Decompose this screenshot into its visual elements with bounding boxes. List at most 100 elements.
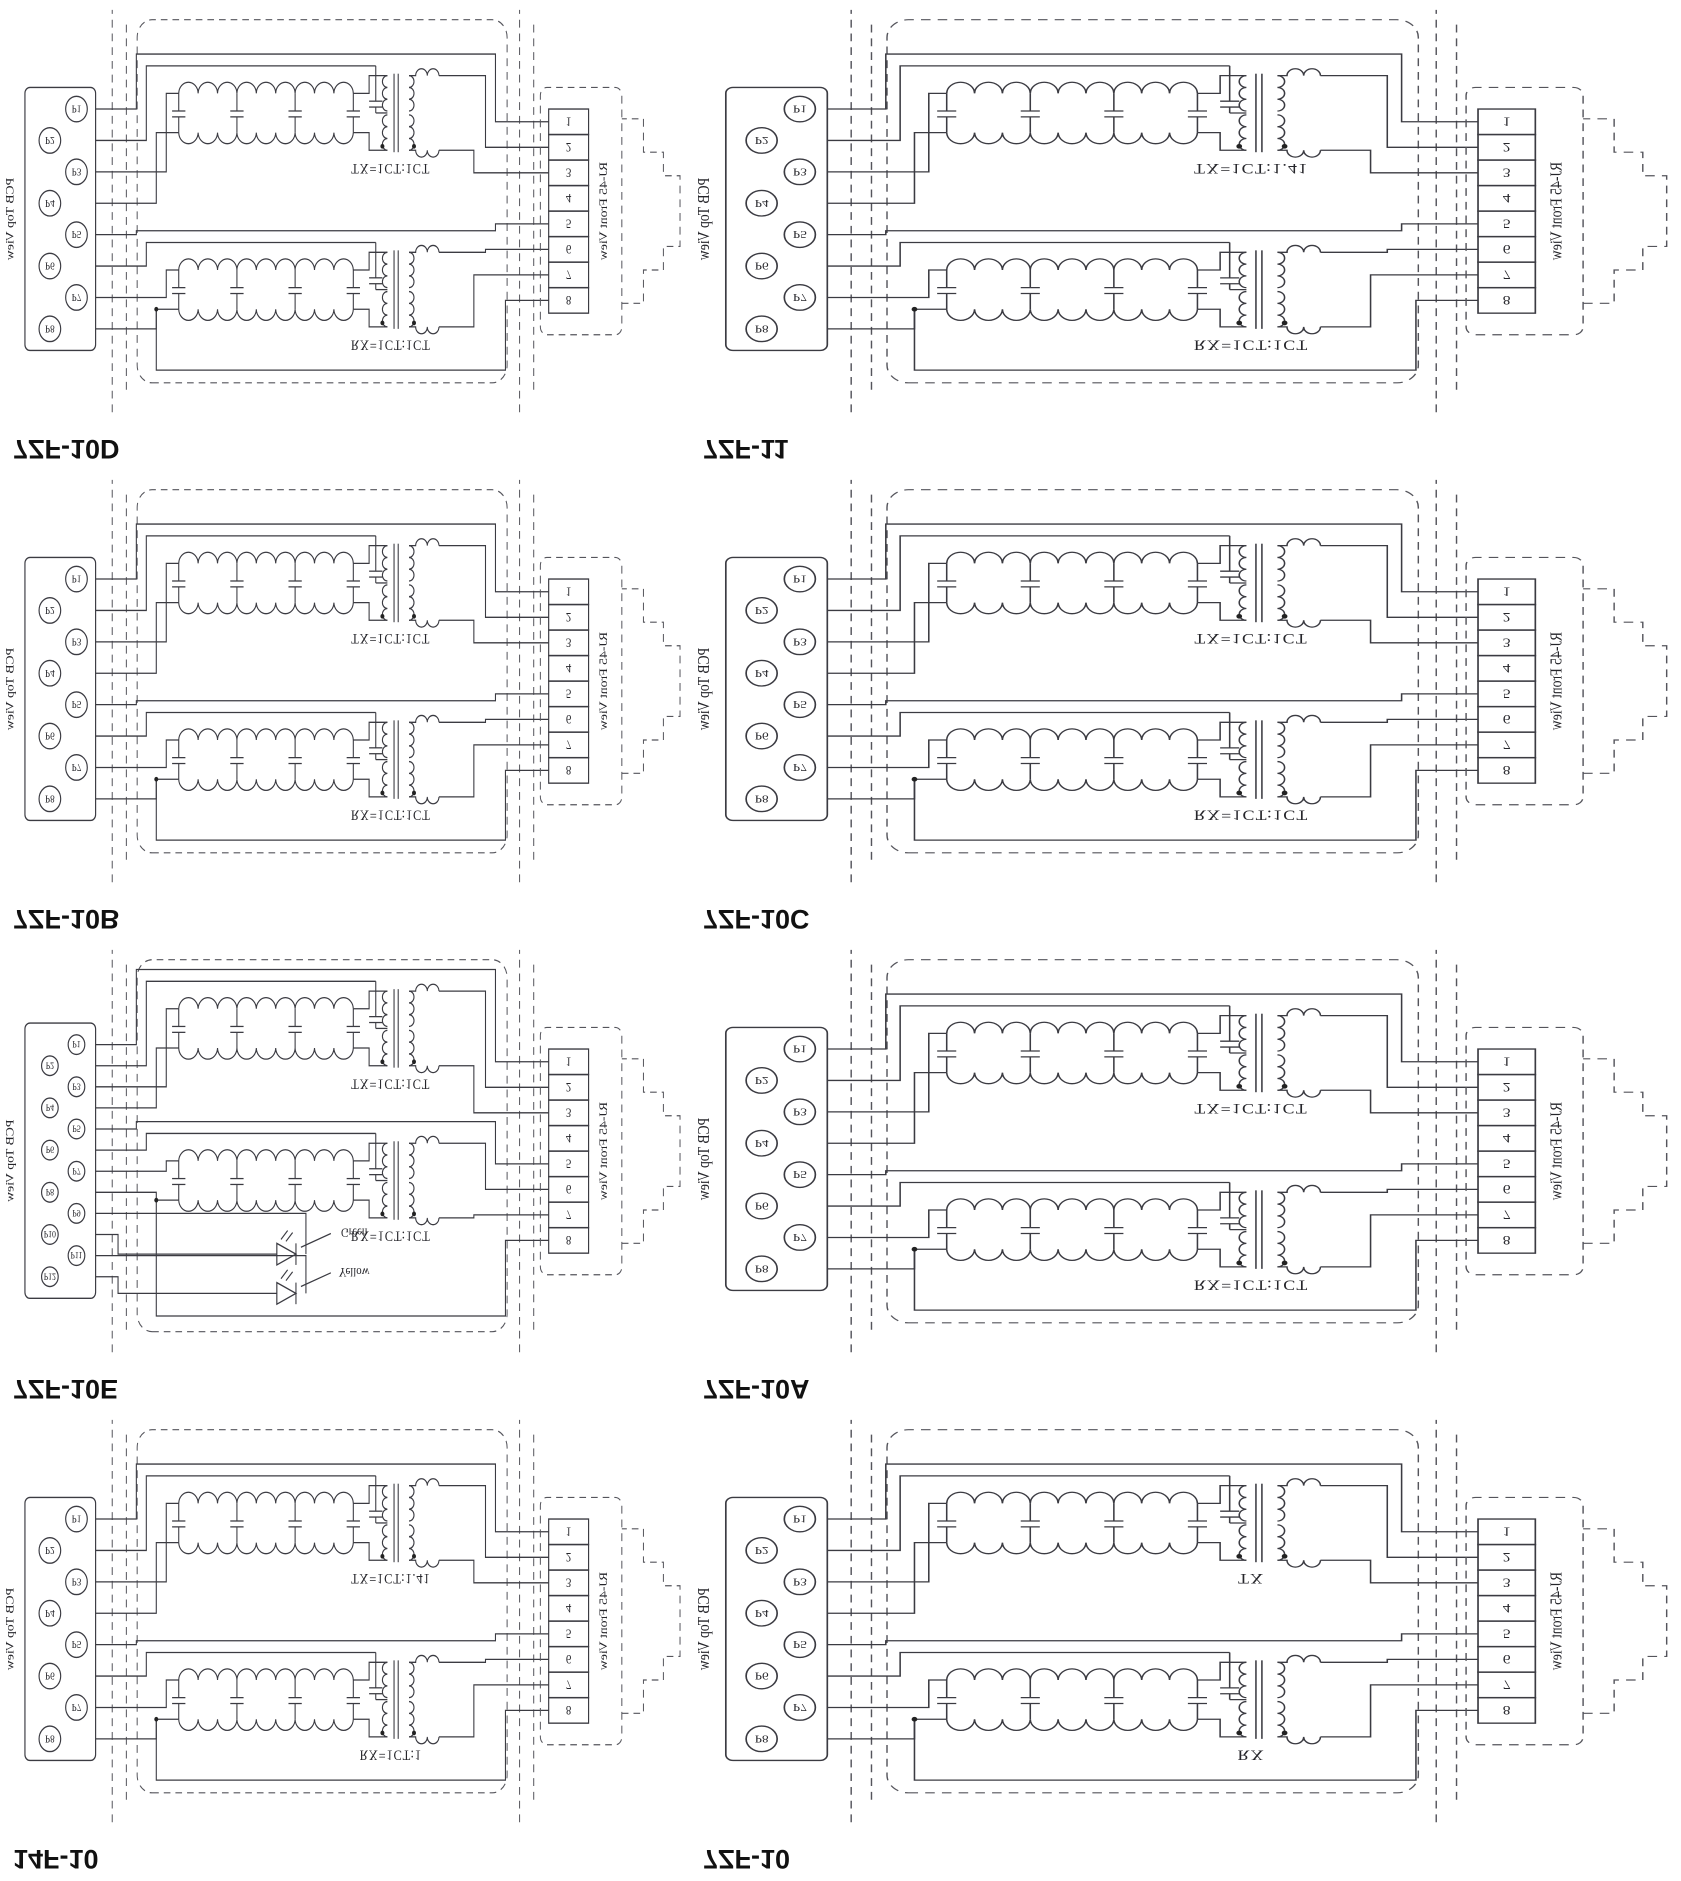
wire: [95, 1121, 549, 1165]
wire: [155, 1200, 549, 1317]
pcb-pin: [38, 1662, 62, 1690]
wire: [155, 769, 549, 841]
wire: [827, 53, 1479, 123]
wire: [1197, 1248, 1247, 1268]
rj45-pin-number: 3: [1503, 1105, 1511, 1119]
wire: [438, 1559, 549, 1584]
wire: [438, 1658, 549, 1663]
wire: [353, 601, 388, 621]
wire: [827, 1651, 1230, 1677]
wire: [438, 619, 549, 644]
pcb-pin-label: P3: [793, 1106, 807, 1119]
rj45-pin-number: 7: [1503, 1207, 1511, 1221]
transformer-secondary: [408, 1142, 415, 1180]
pcb-pin-label: P4: [45, 1607, 55, 1619]
rj45-pin-number: 1: [1503, 1524, 1511, 1538]
pcb-pin-label: P7: [72, 1701, 82, 1713]
wire: [1197, 1718, 1247, 1738]
wire: [353, 990, 388, 1010]
pcb-top-view-label: PCB Top View: [695, 1588, 714, 1670]
rj45-pin-number: 1: [566, 114, 571, 129]
pcb-pin-label: P6: [755, 1200, 769, 1213]
rj45-pin-number: 2: [1503, 139, 1511, 153]
pcb-pin-label: P2: [45, 604, 55, 616]
pcb-pin: [783, 1161, 817, 1189]
rj45-front-view-label: RJ-45 Front View: [1547, 1572, 1566, 1670]
choke-coil: [945, 1072, 1199, 1085]
pcb-pin-label: P1: [793, 103, 807, 116]
phase-dot: [412, 1211, 416, 1217]
choke-coil: [945, 1719, 1199, 1731]
wire: [1197, 721, 1247, 741]
rj45-pin-box: [1477, 1048, 1537, 1076]
wire: [913, 769, 1479, 841]
pcb-pin: [783, 284, 817, 311]
phase-dot: [412, 613, 416, 619]
pcb-pin: [783, 1568, 817, 1596]
transformer-secondary: [1277, 1191, 1286, 1229]
pcb-pin: [783, 1224, 817, 1251]
wire: [827, 693, 1479, 706]
pcb-pin: [783, 95, 817, 123]
pcb-pin: [38, 252, 62, 280]
part-number-title: 7ZF-10: [703, 1844, 791, 1875]
rj45-pin-number: 3: [566, 1575, 571, 1590]
wire: [827, 1032, 947, 1113]
schematic-drawing: PCB Top ViewP1P2P3P4P5P6P7P8RX=1CT:1TX=1…: [3, 1419, 681, 1823]
pcb-pin: [38, 1536, 62, 1564]
wire: [1320, 1188, 1479, 1193]
pcb-pin: [40, 1097, 59, 1119]
wire: [1197, 131, 1247, 151]
transformer-primary: [381, 545, 388, 582]
phase-dot: [412, 790, 416, 796]
pcb-top-view-label: PCB Top View: [3, 1119, 16, 1202]
secondary-coil: [409, 796, 440, 805]
pcb-pin: [745, 252, 778, 280]
wire: [1197, 601, 1247, 621]
secondary-coil: [1277, 1266, 1322, 1275]
secondary-coil: [409, 326, 440, 335]
secondary-coil: [409, 1217, 440, 1226]
phase-dot: [154, 1716, 159, 1722]
transformer-primary: [381, 721, 388, 759]
pcb-pin-label: P4: [45, 667, 55, 679]
wire: [280, 1269, 289, 1280]
wire: [827, 739, 947, 769]
rj45-pin-number: 3: [1503, 165, 1511, 179]
rj45-pin-number: 5: [1503, 1626, 1511, 1640]
choke-coil: [178, 1719, 354, 1731]
wire: [353, 1047, 388, 1067]
wire: [438, 1214, 549, 1219]
pcb-pin-label: P2: [755, 604, 769, 617]
transformer-secondary: [1277, 1661, 1286, 1699]
pcb-pin-label: P2: [755, 1074, 769, 1087]
choke-coil: [178, 1491, 354, 1504]
transformer-primary: [381, 1142, 388, 1180]
transformer-primary: [1238, 1015, 1247, 1052]
pcb-pin-label: P5: [72, 228, 82, 240]
pcb-pin-label: P8: [755, 1263, 769, 1276]
secondary-coil: [1277, 1559, 1322, 1568]
transformer-secondary: [408, 545, 415, 582]
rj45-pin-box: [548, 1518, 590, 1546]
transformer-secondary: [408, 75, 415, 112]
wire: [300, 1272, 332, 1288]
phase-dot: [380, 320, 385, 326]
pcb-pin: [745, 189, 778, 217]
rj45-pin-number: 4: [1503, 190, 1511, 204]
wire: [95, 92, 179, 173]
transformer-primary: [381, 1661, 388, 1699]
wire: [95, 562, 179, 643]
transformer-secondary: [1277, 251, 1286, 289]
pcb-pin: [745, 1725, 778, 1753]
secondary-coil: [1277, 1089, 1322, 1098]
wire: [353, 1541, 388, 1561]
rj45-pin-box: [548, 108, 590, 136]
pcb-pin-label: P1: [72, 572, 82, 584]
rj45-pin-number: 8: [1503, 1232, 1511, 1246]
choke-coil: [178, 132, 354, 145]
wire: [95, 241, 376, 267]
choke-coil: [178, 779, 354, 791]
rj45-pin-number: 3: [566, 165, 571, 180]
